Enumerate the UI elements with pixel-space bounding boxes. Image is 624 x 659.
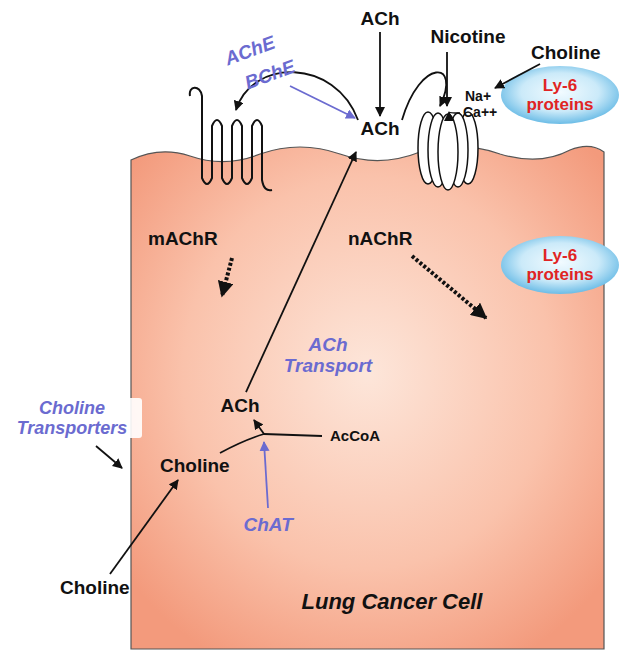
molecule-label: ACh — [361, 118, 400, 139]
ion-label: Na+ — [465, 89, 491, 105]
arrow — [446, 52, 448, 106]
arrow — [379, 32, 381, 116]
protein-ellipse: Ly-6 proteins — [500, 65, 620, 125]
arrow — [495, 64, 540, 88]
arrow — [96, 446, 122, 468]
molecule-label: ACh — [361, 8, 400, 29]
reaction-line — [264, 434, 322, 436]
molecule-label: Choline — [531, 42, 601, 63]
cell-shape — [130, 140, 605, 650]
molecule-label: Choline — [60, 577, 130, 598]
protein-label: Ly-6 proteins — [518, 76, 602, 114]
receptor-label: mAChR — [148, 228, 218, 249]
enzyme-label: ChAT — [244, 514, 293, 535]
molecule-label: Nicotine — [431, 26, 506, 47]
cell-title: Lung Cancer Cell — [302, 590, 483, 615]
dotted-arrow — [222, 258, 232, 296]
molecule-label: Choline — [160, 455, 230, 476]
process-label: ACh Transport — [273, 334, 383, 377]
protein-label: Ly-6 proteins — [518, 246, 602, 284]
molecule-label: AcCoA — [330, 428, 380, 445]
arrow — [254, 420, 264, 434]
process-label: Choline Transporters — [2, 398, 142, 438]
cell-outline: Lung Cancer Cell Ly-6 proteins — [130, 140, 605, 650]
nachr-subunit — [438, 114, 458, 190]
molecule-label: ACh — [221, 395, 260, 416]
receptor-label: nAChR — [348, 228, 412, 249]
arrow — [449, 112, 460, 113]
cell-membrane — [131, 146, 604, 649]
protein-ellipse-fill — [501, 236, 619, 294]
arrow — [264, 442, 268, 508]
arrow — [290, 86, 355, 118]
arrow — [402, 72, 446, 120]
machr-symbol — [190, 88, 272, 191]
ion-label: Ca++ — [463, 105, 497, 121]
protein-ellipse: Ly-6 proteins — [500, 235, 620, 295]
dotted-arrow — [412, 256, 486, 318]
arrow — [110, 480, 178, 574]
reaction-line — [220, 434, 264, 453]
